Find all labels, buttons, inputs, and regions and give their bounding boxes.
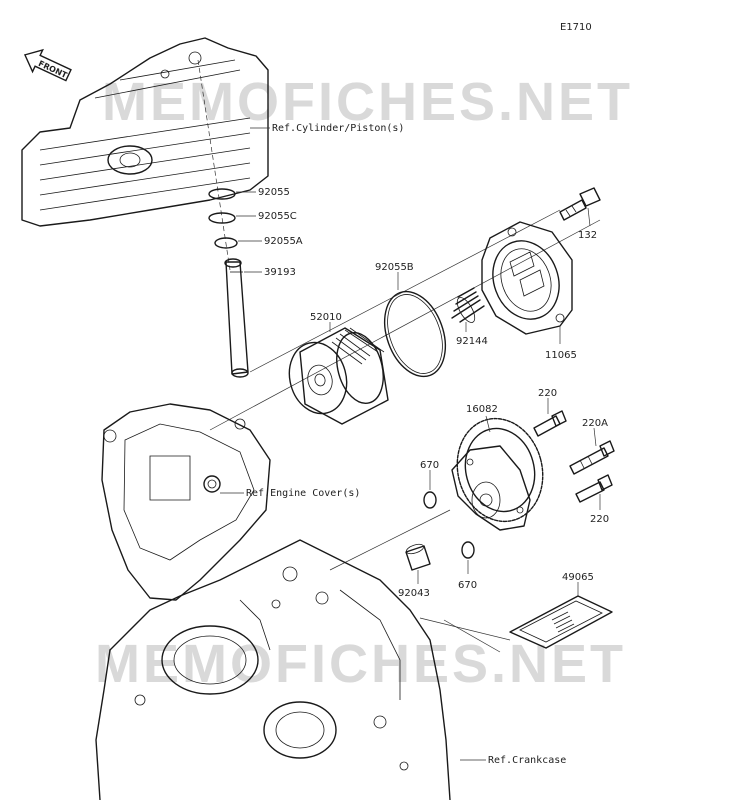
o-ring-92055b: [383, 290, 447, 378]
part-label-92043: 92043: [398, 588, 430, 599]
engine-cover: [101, 403, 271, 601]
bolt-132: [559, 187, 601, 221]
o-ring-670-upper: [423, 491, 437, 509]
part-label-92055: 92055: [258, 187, 290, 198]
part-label-220-lower: 220: [590, 514, 609, 525]
part-label-49065: 49065: [562, 572, 594, 583]
bolt-220-top: [533, 410, 567, 437]
part-label-220a: 220A: [582, 418, 608, 429]
cylinder-head: [21, 37, 269, 227]
part-label-92055b: 92055B: [375, 262, 414, 273]
ref-cylinder-piston: Ref.Cylinder/Piston(s): [272, 123, 404, 134]
part-label-39193: 39193: [264, 267, 296, 278]
part-label-52010: 52010: [310, 312, 342, 323]
o-ring-92055: [208, 188, 236, 200]
part-label-670-upper: 670: [420, 460, 439, 471]
o-ring-92055c: [208, 212, 236, 224]
watermark-top: MEMOFICHES.NET: [102, 72, 633, 132]
part-label-92055c: 92055C: [258, 211, 297, 222]
o-ring-670-lower: [461, 541, 475, 559]
part-label-220-top: 220: [538, 388, 557, 399]
part-label-132: 132: [578, 230, 597, 241]
part-label-92055a: 92055A: [264, 236, 303, 247]
crankcase: [95, 539, 451, 800]
oil-pipe-39193: [224, 258, 249, 378]
diagram-code: E1710: [560, 22, 592, 33]
ref-engine-cover: Ref.Engine Cover(s): [246, 488, 360, 499]
oil-pump-16082: [451, 417, 544, 531]
part-label-11065: 11065: [545, 350, 577, 361]
bolt-220a: [569, 440, 615, 475]
dowel-pin-92043: [405, 543, 431, 571]
spring-92144: [451, 287, 485, 323]
part-label-670-lower: 670: [458, 580, 477, 591]
filter-cover-11065: [481, 221, 573, 335]
bolt-220-lower: [575, 474, 613, 503]
part-label-16082: 16082: [466, 404, 498, 415]
front-arrow-icon: FRONT: [23, 48, 72, 82]
oil-filter-52010: [288, 327, 389, 425]
oil-screen-49065: [509, 595, 613, 649]
o-ring-92055a: [214, 237, 238, 249]
part-label-92144: 92144: [456, 336, 488, 347]
ref-crankcase: Ref.Crankcase: [488, 755, 566, 766]
